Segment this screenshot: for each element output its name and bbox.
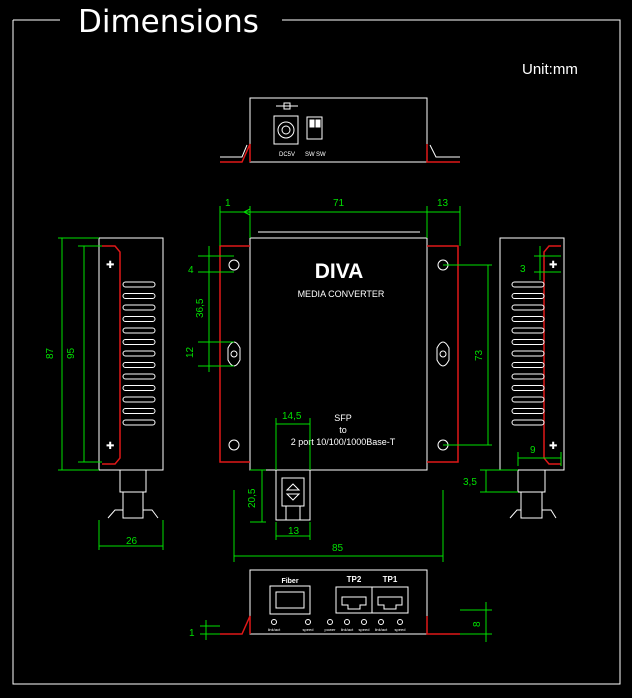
back-panel-view xyxy=(249,97,428,163)
dc-label: DC5V xyxy=(279,152,295,158)
vent-slot xyxy=(511,362,545,368)
dim-side-95: 95 xyxy=(66,347,77,359)
tp1-port-label: TP1 xyxy=(383,575,398,584)
sfp-module xyxy=(275,469,311,521)
vent-slot xyxy=(511,327,545,334)
switch-label-1: SW xyxy=(305,152,315,158)
led-label-3: power xyxy=(325,627,337,632)
dim-sfp-13: 13 xyxy=(288,526,300,537)
dim-front-8: 8 xyxy=(472,621,483,627)
port-text-line-2: to xyxy=(339,425,347,435)
fiber-port-label: Fiber xyxy=(281,578,298,585)
unit-label: Unit:mm xyxy=(522,61,578,78)
svg-text:✚: ✚ xyxy=(549,441,557,452)
dim-side-87: 87 xyxy=(45,347,56,359)
vent-slot xyxy=(122,373,156,380)
led-label-5: speed xyxy=(359,627,370,632)
dim-sfp-20-5: 20,5 xyxy=(247,488,258,508)
dim-front-1: 1 xyxy=(189,628,195,639)
dim-top-13: 13 xyxy=(437,198,449,209)
vent-slot xyxy=(511,293,545,299)
led-label-2: speed xyxy=(303,627,314,632)
dim-left-36-5: 36,5 xyxy=(195,298,206,318)
device-subtitle: MEDIA CONVERTER xyxy=(298,289,385,299)
led-label-6: link/act xyxy=(375,627,388,632)
vent-slot xyxy=(511,373,545,380)
vent-slot xyxy=(511,281,545,288)
svg-text:✚: ✚ xyxy=(549,260,557,271)
device-brand: DIVA xyxy=(315,260,364,283)
vent-slot xyxy=(122,385,156,391)
dim-left-4: 4 xyxy=(188,265,194,276)
vent-slot xyxy=(122,396,156,403)
vent-slot xyxy=(122,362,156,368)
vent-slot xyxy=(122,339,156,345)
switch-label-2: SW xyxy=(316,152,326,158)
vent-slot xyxy=(122,293,156,299)
dim-sfp-14-5: 14,5 xyxy=(282,411,302,422)
svg-text:✚: ✚ xyxy=(106,441,114,452)
vent-slot xyxy=(511,339,545,345)
drawing-frame xyxy=(12,19,621,685)
port-text-line-3: 2 port 10/100/1000Base-T xyxy=(291,437,396,447)
led-label-7: speed xyxy=(395,627,406,632)
dim-left-width-26: 26 xyxy=(126,536,138,547)
vent-slot xyxy=(122,281,156,288)
right-vent-slots xyxy=(511,281,545,426)
front-flanges xyxy=(220,615,460,635)
dim-right-73: 73 xyxy=(474,349,485,361)
dim-right-3-5: 3,5 xyxy=(463,477,477,488)
vent-slot xyxy=(511,316,545,322)
vent-slot xyxy=(122,304,156,311)
vent-slot xyxy=(511,408,545,414)
right-side-view xyxy=(499,237,565,519)
svg-text:✚: ✚ xyxy=(106,260,114,271)
dim-left-12: 12 xyxy=(185,346,196,358)
dim-top-71: 71 xyxy=(333,198,345,209)
vent-slot xyxy=(511,304,545,311)
vent-slot xyxy=(511,385,545,391)
vent-slot xyxy=(511,396,545,403)
vent-slot xyxy=(122,316,156,322)
vent-slot xyxy=(122,419,156,426)
dimension-lines xyxy=(58,206,562,642)
vent-slot xyxy=(511,350,545,357)
vent-slot xyxy=(122,350,156,357)
right-flange xyxy=(427,245,459,463)
vent-slot xyxy=(122,327,156,334)
dim-right-9: 9 xyxy=(530,445,536,456)
left-vent-slots xyxy=(122,281,156,426)
back-flanges xyxy=(220,143,460,163)
port-leds xyxy=(271,619,403,625)
dim-right-3: 3 xyxy=(520,264,526,275)
left-flange xyxy=(219,245,250,463)
page-title: Dimensions xyxy=(70,4,267,40)
front-panel-view xyxy=(249,569,428,635)
led-label-1: link/act xyxy=(268,627,281,632)
left-side-view xyxy=(98,237,164,519)
port-text-line-1: SFP xyxy=(334,413,352,423)
led-label-4: link/act xyxy=(341,627,354,632)
dim-bottom-85: 85 xyxy=(332,543,344,554)
tp2-port-label: TP2 xyxy=(347,575,362,584)
vent-slot xyxy=(511,419,545,426)
vent-slot xyxy=(122,408,156,414)
dim-top-1: 1 xyxy=(225,198,231,209)
